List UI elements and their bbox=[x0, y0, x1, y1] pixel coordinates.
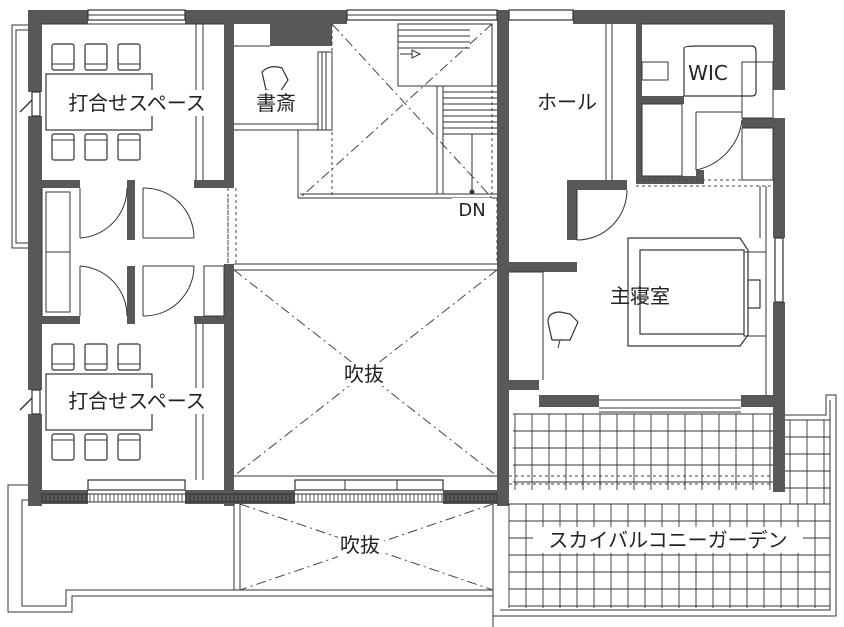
meeting-bottom-label-bg bbox=[58, 388, 218, 414]
study-label-bg bbox=[250, 90, 300, 116]
study bbox=[234, 45, 333, 131]
label-study: 書斎 bbox=[256, 91, 296, 115]
label-master-bedroom: 主寝室 bbox=[610, 284, 670, 308]
label-void-bottom: 吹抜 bbox=[340, 533, 380, 557]
void-bottom bbox=[233, 503, 494, 591]
label-stair-down: DN bbox=[458, 200, 485, 221]
balcony-rail bbox=[45, 494, 495, 502]
dn-label-bg bbox=[452, 198, 492, 220]
void-bottom-label-bg bbox=[338, 533, 384, 557]
label-meeting-space-top: 打合せスペース bbox=[68, 91, 206, 115]
wic bbox=[636, 23, 774, 187]
label-wic: WIC bbox=[688, 61, 728, 85]
label-void-center: 吹抜 bbox=[344, 362, 384, 386]
void-center-label-bg bbox=[340, 362, 386, 386]
meeting-top-label-bg bbox=[58, 90, 218, 116]
label-meeting-space-bottom: 打合せスペース bbox=[68, 389, 206, 413]
master-bedroom bbox=[509, 186, 767, 413]
corridor-doors bbox=[41, 187, 237, 317]
stair-void bbox=[297, 23, 497, 199]
garden-label-bg bbox=[533, 527, 803, 553]
label-sky-garden: スカイバルコニーガーデン bbox=[548, 528, 787, 552]
hall bbox=[605, 24, 613, 180]
windows bbox=[19, 9, 784, 503]
label-hall: ホール bbox=[537, 90, 597, 114]
void-center bbox=[227, 198, 498, 477]
